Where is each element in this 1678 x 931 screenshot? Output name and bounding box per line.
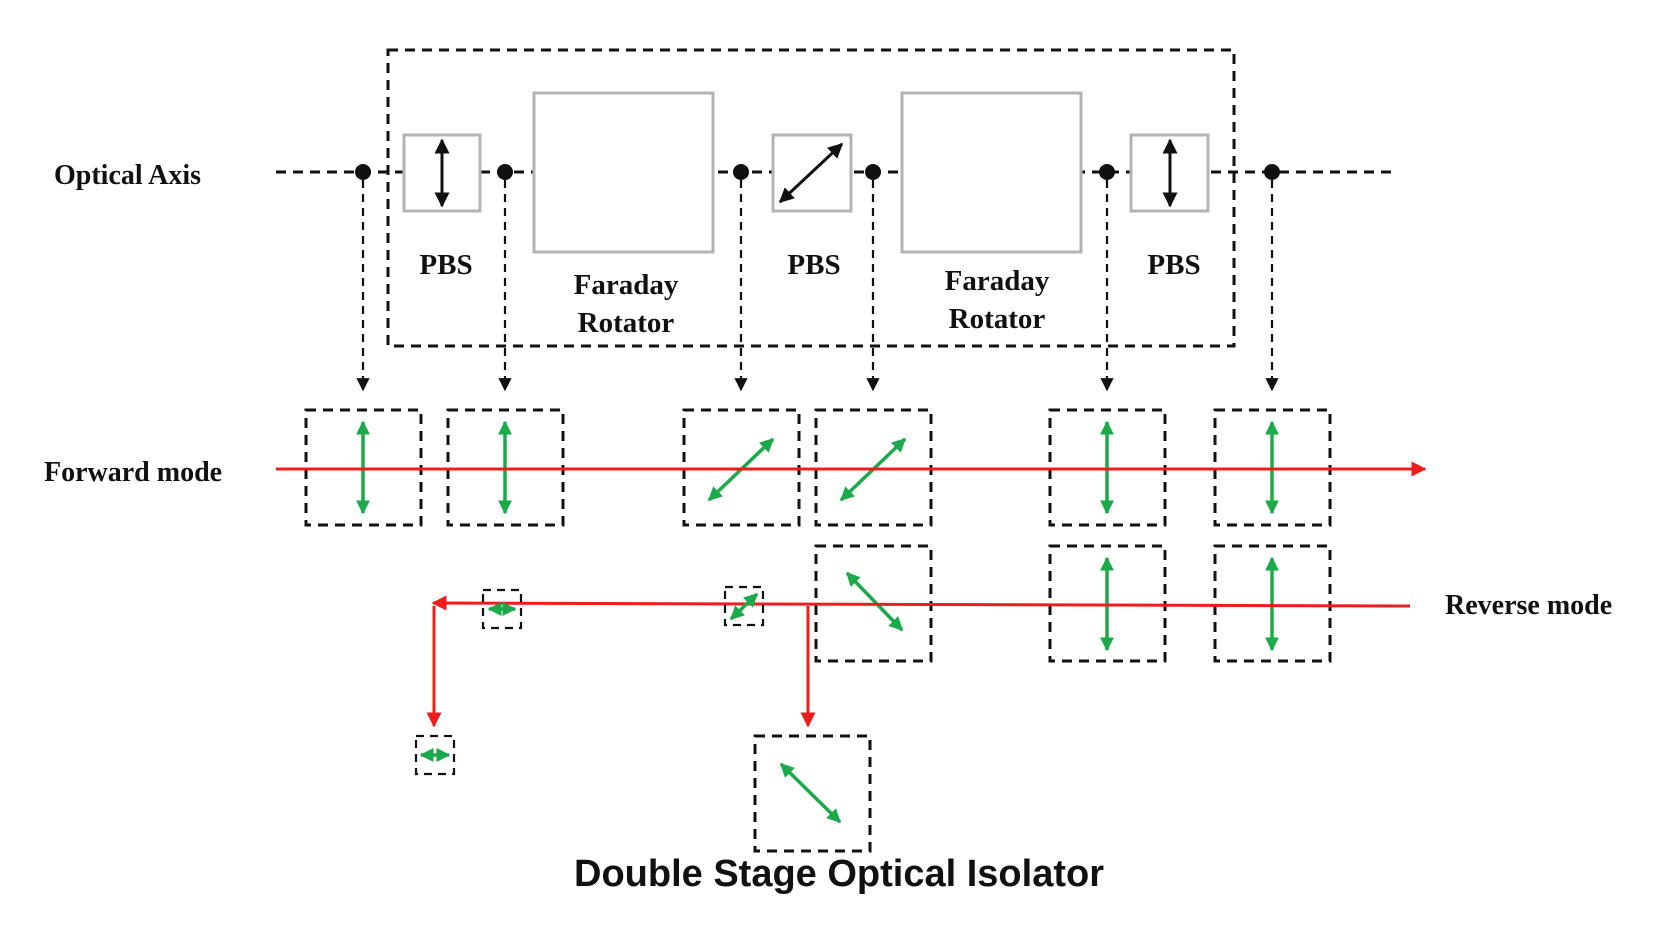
- axis-sample-points: [355, 164, 1280, 180]
- rejected-polarization-states: [414, 585, 872, 853]
- isolator-housing: [386, 48, 1236, 348]
- faraday-rotator-1-label-line1: Faraday: [574, 269, 679, 301]
- optical-axis-label: Optical Axis: [54, 160, 201, 191]
- reverse-mode-label: Reverse mode: [1445, 590, 1612, 621]
- reverse-beam: [426, 595, 1411, 728]
- faraday-rotator-2-label-line1: Faraday: [945, 265, 1050, 297]
- faraday-rotator-1: [532, 91, 715, 254]
- faraday-rotator-2: [900, 91, 1083, 254]
- axis-drop-arrows: [356, 180, 1279, 392]
- faraday-rotator-1-label-line2: Rotator: [578, 307, 675, 339]
- pbs-1: [402, 133, 482, 213]
- forward-mode-label: Forward mode: [44, 457, 222, 488]
- faraday-rotator-2-label-line2: Rotator: [949, 303, 1046, 335]
- pbs-3: [1129, 133, 1210, 213]
- pbs-1-label: PBS: [419, 249, 472, 281]
- pbs-3-label: PBS: [1147, 249, 1200, 281]
- pbs-2-label: PBS: [787, 249, 840, 281]
- pbs-2: [771, 133, 853, 213]
- diagram-title: Double Stage Optical Isolator: [574, 853, 1104, 895]
